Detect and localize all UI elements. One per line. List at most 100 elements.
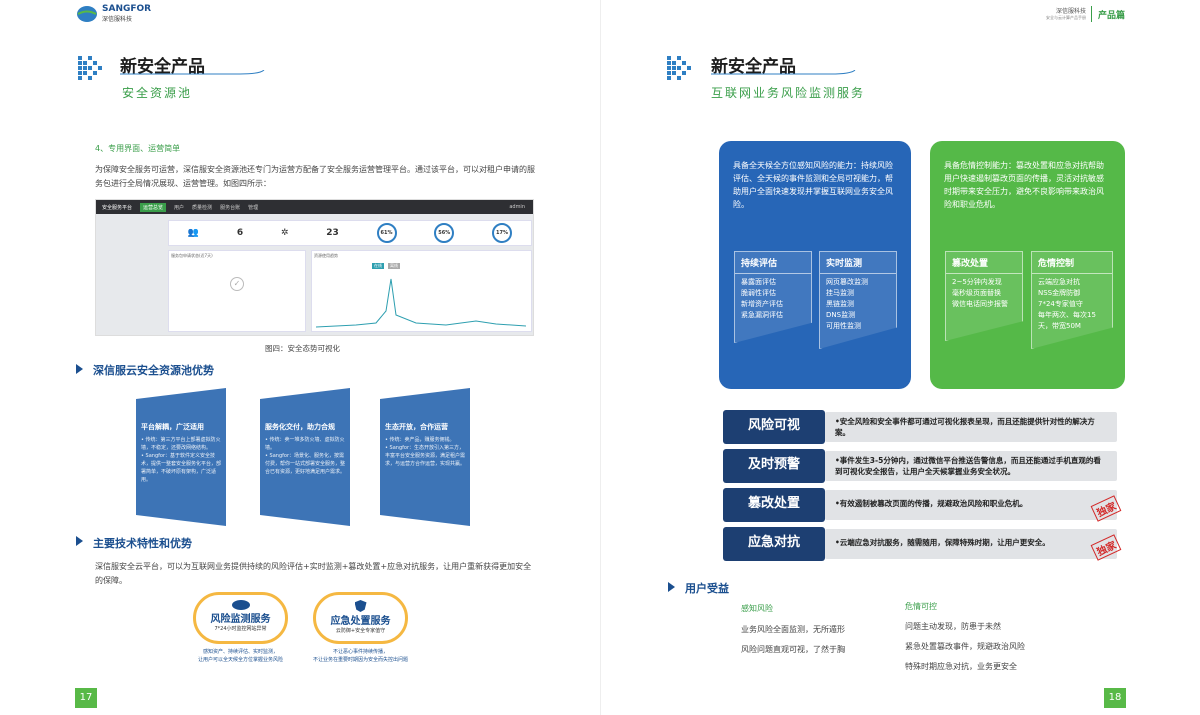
benefit-title: 感知风险 xyxy=(741,604,773,613)
screenshot-tab: 服务台账 xyxy=(220,204,241,211)
dot-pattern-icon xyxy=(667,56,696,80)
list-item: 可用性监测 xyxy=(826,322,861,330)
feature-label: 应急对抗 xyxy=(723,527,825,561)
tech-paragraph: 深信服安全云平台，可以为互联网业务提供持续的风险评估+实时监测+篡改处置+应急对… xyxy=(95,562,532,585)
intro-paragraph: 为保障安全服务可运营，深信服安全资源池还专门为运营方配备了安全服务运营管理平台。… xyxy=(95,165,535,188)
sangfor-logo: SANGFOR 深信服科技 xyxy=(76,4,151,23)
list-item: 新增资产评估 xyxy=(741,300,783,308)
flag-body: • 传统：卖产品，赚服务佣钱。 • Sangfor：生态开放引入第三方，丰富平台… xyxy=(385,437,466,467)
check-icon: ✓ xyxy=(230,277,244,291)
stat-value: 6 xyxy=(236,228,244,238)
capability-list: 2~5分钟内发现 毫秒级页面替换 微信电话同步报警 xyxy=(946,274,1022,313)
list-item: NSS金牌防御 xyxy=(1038,289,1081,297)
list-item: 挂马监测 xyxy=(826,289,854,297)
list-item: 风险问题直观可视，了然于胸 xyxy=(741,645,845,654)
list-item: 紧急漏洞评估 xyxy=(741,311,783,319)
cloud-title: 风险监测服务 xyxy=(210,614,271,625)
page-title: 新安全产品 xyxy=(120,57,205,77)
brand-name: SANGFOR xyxy=(102,4,152,14)
feature-text: •事件发生3-5分钟内，通过微信平台推送告警信息，而且还能通过手机直观的看到可视… xyxy=(825,451,1117,481)
service-status-card: 服务包申请状态(近7天) ✓ xyxy=(168,250,306,332)
capability-title: 篡改处置 xyxy=(946,252,1022,274)
advantage-flag: 平台解耦，广泛适用 • 传统：第三方平台上部署虚拟防火墙，不稳定，还要改网络结构… xyxy=(136,388,226,526)
list-item: 紧急处置篡改事件，规避政治风险 xyxy=(905,642,1025,651)
capability-title: 实时监测 xyxy=(820,252,896,274)
screenshot-user: admin xyxy=(509,204,525,210)
capability-title: 持续评估 xyxy=(735,252,811,274)
dashboard-screenshot: 安全服务平台 运营总览 用户 质量检测 服务台账 管理 admin 👥 6 ✲ … xyxy=(95,199,534,336)
crisis-control-box: 具备危情控制能力：篡改处置和应急对抗帮助用户快速遏制篡改页面的传播，灵活对抗敏感… xyxy=(930,141,1125,389)
page-number: 17 xyxy=(75,688,97,708)
benefit-list: 问题主动发现，防患于未然 紧急处置篡改事件，规避政治风险 特殊时期应急对抗，业务… xyxy=(905,617,1025,677)
resource-trend-card: 资源使用趋势 在线 离线 xyxy=(311,250,532,332)
list-item: 毫秒级页面替换 xyxy=(952,289,1001,297)
benefit-list: 业务风险全面监测，无所遁形 风险问题直观可视，了然于胸 xyxy=(741,620,845,660)
list-item: 业务风险全面监测，无所遁形 xyxy=(741,625,845,634)
list-item: 黑链监测 xyxy=(826,300,854,308)
header-company-name: 深信服科技 xyxy=(1055,8,1086,15)
right-page: 深信服科技 安全与云计算产品手册 产品篇 新安全产品 互联网业务风险监测服务 具… xyxy=(600,0,1200,715)
left-page: SANGFOR 深信服科技 新安全产品 安全资源池 4、专用界面、运营简单 为保… xyxy=(75,4,535,708)
list-item: 云端应急对抗 xyxy=(1038,278,1080,286)
cloud-desc: 不让恶心事件持续传播， 不让业务在重要时期因为安全而失控出问题 xyxy=(312,649,408,663)
list-item: DNS监测 xyxy=(826,311,856,319)
header-divider xyxy=(1091,6,1092,22)
trend-line xyxy=(316,278,526,328)
capability-card: 篡改处置 2~5分钟内发现 毫秒级页面替换 微信电话同步报警 xyxy=(945,251,1023,341)
triangle-bullet-icon xyxy=(76,536,83,546)
flag-body: • 传统：第三方平台上部署虚拟防火墙，不稳定，还要改网络结构。 • Sangfo… xyxy=(141,437,222,483)
triangle-bullet-icon xyxy=(668,582,675,592)
feature-label: 篡改处置 xyxy=(723,488,825,522)
dot-pattern-icon xyxy=(78,56,107,80)
screenshot-navbar: 安全服务平台 运营总览 用户 质量检测 服务台账 管理 admin xyxy=(96,200,533,214)
benefit-title: 危情可控 xyxy=(905,602,937,611)
capability-list: 网页篡改监测 挂马监测 黑链监测 DNS监测 可用性监测 xyxy=(820,274,896,335)
stats-card: 👥 6 ✲ 23 61% 56% 17% xyxy=(168,220,532,246)
screenshot-tab: 用户 xyxy=(174,204,185,211)
panel-title: 资源使用趋势 xyxy=(314,253,338,258)
ring-chart: 56% xyxy=(434,223,455,243)
capability-list: 云端应急对抗 NSS金牌防御 7*24专家值守 每年两次、每次15天，带宽50M xyxy=(1032,274,1112,335)
page-subtitle: 互联网业务风险监测服务 xyxy=(711,86,866,100)
monitoring-box: 具备全天候全方位感知风险的能力：持续风险评估、全天候的事件监测和全局可视能力，帮… xyxy=(719,141,911,389)
feature-text: •有效遏制被篡改页面的传播，规避政治风险和职业危机。 xyxy=(825,490,1117,520)
flag-body: • 传统：卖一堆多防火墙、虚拟防火墙。 • Sangfor：场景化、服务化，按需… xyxy=(265,437,346,475)
list-item: 脆弱性评估 xyxy=(741,289,776,297)
item-heading: 4、专用界面、运营简单 xyxy=(95,144,181,153)
header-sub: 安全与云计算产品手册 xyxy=(1046,15,1086,20)
network-icon: ✲ xyxy=(280,228,289,238)
section-heading: 主要技术特性和优势 xyxy=(93,537,192,550)
header-section: 产品篇 xyxy=(1098,11,1126,21)
capability-card: 持续评估 暴露面评估 脆弱性评估 新增资产评估 紧急漏洞评估 xyxy=(734,251,812,343)
panel-title: 服务包申请状态(近7天) xyxy=(171,253,213,258)
shield-icon xyxy=(354,600,367,612)
list-item: 暴露面评估 xyxy=(741,278,776,286)
list-item: 每年两次、每次15天，带宽50M xyxy=(1038,311,1096,330)
screenshot-tab: 运营总览 xyxy=(140,202,167,212)
figure-caption: 图四：安全态势可视化 xyxy=(265,344,340,353)
ring-chart: 17% xyxy=(492,223,513,243)
title-underline xyxy=(711,70,856,75)
triangle-bullet-icon xyxy=(76,364,83,374)
legend-item: 离线 xyxy=(388,263,400,269)
page-title: 新安全产品 xyxy=(711,57,796,77)
feature-text: •安全风险和安全事件都可通过可视化报表呈现，而且还能提供针对性的解决方案。 xyxy=(825,412,1117,442)
header-company: 深信服科技 安全与云计算产品手册 xyxy=(1026,6,1086,21)
box-text: 具备危情控制能力：篡改处置和应急对抗帮助用户快速遏制篡改页面的传播，灵活对抗敏感… xyxy=(944,161,1104,209)
capability-list: 暴露面评估 脆弱性评估 新增资产评估 紧急漏洞评估 xyxy=(735,274,811,324)
cloud-title: 应急处置服务 xyxy=(330,616,391,627)
screenshot-brand: 安全服务平台 xyxy=(102,204,133,211)
section-heading: 用户受益 xyxy=(685,582,729,595)
cloud-sub: 7*24小时监控网站异常 xyxy=(214,626,267,632)
stat-value: 23 xyxy=(326,228,339,238)
screenshot-tab: 管理 xyxy=(248,204,259,211)
advantage-flag: 服务化交付，助力合规 • 传统：卖一堆多防火墙、虚拟防火墙。 • Sangfor… xyxy=(260,388,350,526)
page-subtitle: 安全资源池 xyxy=(122,86,193,100)
list-item: 微信电话同步报警 xyxy=(952,300,1008,308)
list-item: 2~5分钟内发现 xyxy=(952,278,1002,286)
eye-icon xyxy=(231,600,250,610)
capability-title: 危情控制 xyxy=(1032,252,1112,274)
emergency-cloud: 应急处置服务 云防御+安全专家值守 xyxy=(313,592,408,644)
feature-text: •云端应急对抗服务，随需随用，保障特殊时期，让用户更安全。 xyxy=(825,529,1117,559)
users-icon: 👥 xyxy=(187,228,200,238)
